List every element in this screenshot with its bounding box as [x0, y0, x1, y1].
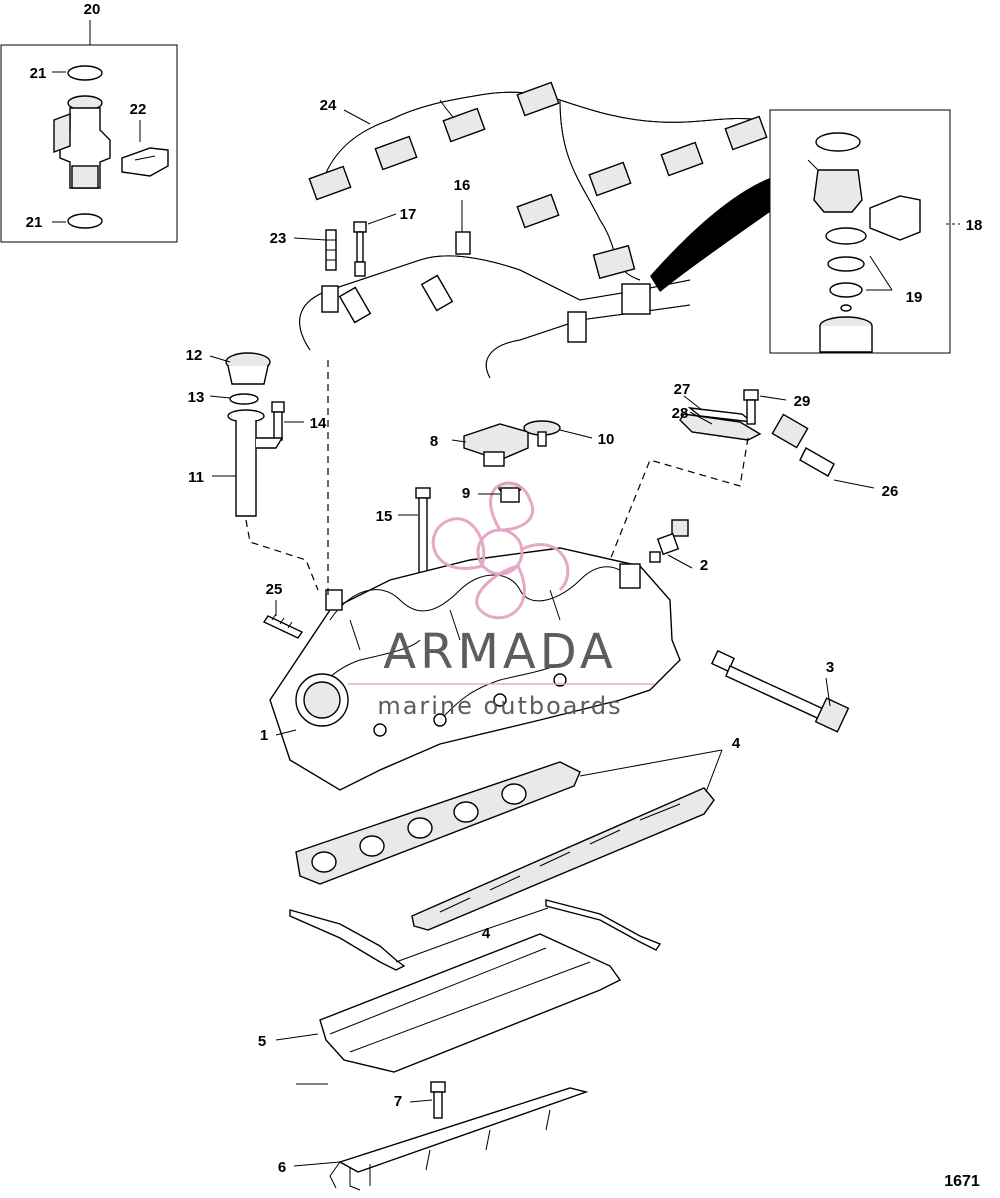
end-seal-right — [545, 899, 662, 951]
stud-25 — [262, 613, 304, 639]
retaining-ring — [815, 132, 861, 152]
fuel-injector — [53, 95, 111, 189]
bolt-7 — [430, 1081, 446, 1119]
bolt-15 — [415, 487, 431, 583]
callout-3: 3 — [826, 659, 834, 676]
callout-17: 17 — [400, 206, 417, 223]
callout-11: 11 — [188, 469, 204, 486]
cap-seal — [229, 393, 259, 405]
callout-12: 12 — [186, 347, 203, 364]
callout-labels: 20 21 22 21 24 16 17 23 18 19 12 13 14 1… — [26, 1, 983, 1176]
fuel-fitting — [325, 229, 337, 271]
valley-cover — [319, 933, 622, 1073]
gasket-left — [295, 761, 581, 885]
bracket-6 — [329, 1087, 589, 1191]
sensor-2 — [649, 519, 689, 563]
callout-7: 7 — [394, 1093, 402, 1110]
regulator-o-ring-small — [829, 282, 863, 298]
callout-2: 2 — [700, 557, 708, 574]
callout-19: 19 — [906, 289, 923, 306]
leader-lines — [209, 109, 875, 1167]
sensor-3 — [710, 649, 850, 733]
callout-5: 5 — [258, 1033, 266, 1050]
callout-23: 23 — [270, 230, 287, 247]
fuel-rail — [299, 231, 691, 379]
bolt-14 — [271, 401, 285, 441]
figure-number: 1671 — [944, 1173, 980, 1190]
callout-1: 1 — [260, 727, 268, 744]
callout-20: 20 — [84, 1, 101, 18]
callout-29: 29 — [794, 393, 811, 410]
regulator-o-ring-large — [825, 227, 867, 245]
callout-13: 13 — [188, 389, 205, 406]
callout-9: 9 — [462, 485, 470, 502]
wiring-harness — [308, 81, 768, 281]
o-ring-bottom — [67, 213, 103, 229]
regulator-inset — [650, 109, 960, 354]
regulator-housing — [819, 316, 873, 353]
callout-4-lower: 4 — [482, 925, 491, 942]
injector-clip — [121, 147, 169, 177]
watermark-tagline: marine outboards — [377, 692, 622, 720]
fill-tube — [227, 409, 284, 517]
bolt-29 — [743, 389, 759, 425]
callout-26: 26 — [882, 483, 899, 500]
o-ring-top — [67, 65, 103, 81]
schrader-valve — [353, 221, 367, 277]
callout-28: 28 — [672, 405, 689, 422]
regulator-clip — [869, 195, 921, 241]
watermark-brand: ARMADA — [383, 624, 616, 680]
callout-18: 18 — [966, 217, 983, 234]
intake-manifold — [269, 547, 681, 791]
fill-cap — [225, 352, 271, 385]
callout-4-upper: 4 — [732, 735, 741, 752]
end-seal-left — [289, 909, 406, 971]
callout-24: 24 — [320, 97, 337, 114]
callout-21-bottom: 21 — [26, 214, 43, 231]
callout-15: 15 — [376, 508, 393, 525]
pressure-regulator — [807, 159, 863, 213]
callout-8: 8 — [430, 433, 438, 450]
callout-16: 16 — [454, 177, 471, 194]
callout-21-top: 21 — [30, 65, 47, 82]
watermark: ARMADA marine outboards — [348, 481, 654, 720]
gasket-right — [411, 787, 715, 931]
callout-22: 22 — [130, 101, 147, 118]
propeller-logo — [431, 481, 570, 620]
callout-14: 14 — [310, 415, 327, 432]
callout-25: 25 — [266, 581, 283, 598]
callout-6: 6 — [278, 1159, 286, 1176]
sensor-8 — [463, 423, 529, 467]
callout-27: 27 — [674, 381, 691, 398]
sensor-26 — [771, 413, 835, 477]
vent-cap-10 — [523, 420, 561, 447]
callout-10: 10 — [598, 431, 615, 448]
injector-inset — [0, 20, 178, 243]
